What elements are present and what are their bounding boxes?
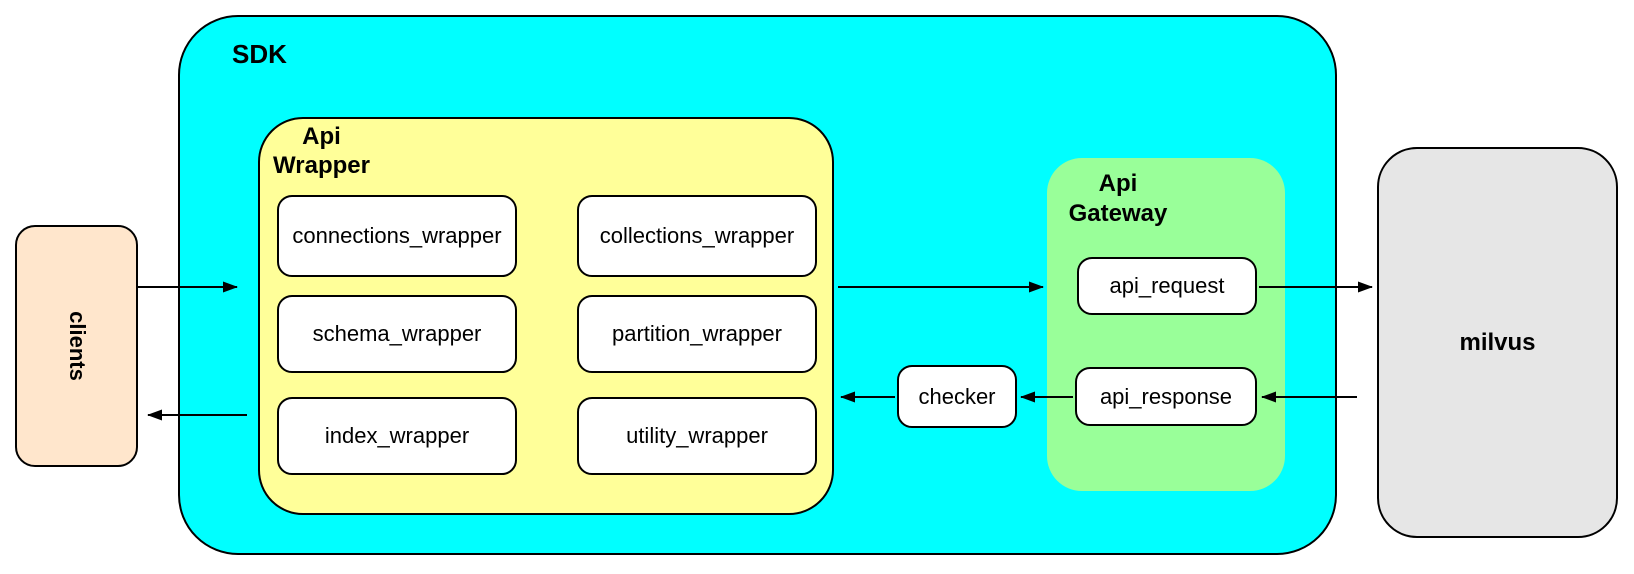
node-clients: clients bbox=[15, 225, 138, 467]
node-collections-wrapper: collections_wrapper bbox=[577, 195, 817, 277]
node-connections-wrapper: connections_wrapper bbox=[277, 195, 517, 277]
utility-wrapper-label: utility_wrapper bbox=[626, 423, 768, 448]
index-wrapper-label: index_wrapper bbox=[324, 423, 470, 448]
node-index-wrapper: index_wrapper bbox=[277, 397, 517, 475]
node-partition-wrapper: partition_wrapper bbox=[577, 295, 817, 373]
api-wrapper-label: Api Wrapper bbox=[273, 123, 370, 179]
sdk-label: SDK bbox=[232, 39, 287, 69]
node-utility-wrapper: utility_wrapper bbox=[577, 397, 817, 475]
collections-wrapper-label: collections_wrapper bbox=[599, 223, 795, 248]
node-api-response: api_response bbox=[1075, 367, 1257, 426]
api-response-label: api_response bbox=[1099, 383, 1233, 409]
clients-label: clients bbox=[64, 311, 90, 381]
schema-wrapper-label: schema_wrapper bbox=[312, 321, 482, 346]
api-gateway-label: Api Gateway bbox=[1068, 170, 1168, 227]
node-checker: checker bbox=[897, 365, 1017, 428]
node-schema-wrapper: schema_wrapper bbox=[277, 295, 517, 373]
node-api-request: api_request bbox=[1077, 257, 1257, 315]
node-milvus: milvus bbox=[1377, 147, 1618, 538]
connections-wrapper-label: connections_wrapper bbox=[292, 223, 502, 248]
milvus-label: milvus bbox=[1459, 328, 1536, 356]
checker-label: checker bbox=[918, 383, 996, 409]
node-api-gateway: Api Gateway bbox=[1047, 158, 1285, 491]
partition-wrapper-label: partition_wrapper bbox=[612, 321, 782, 346]
api-request-label: api_request bbox=[1109, 273, 1225, 298]
